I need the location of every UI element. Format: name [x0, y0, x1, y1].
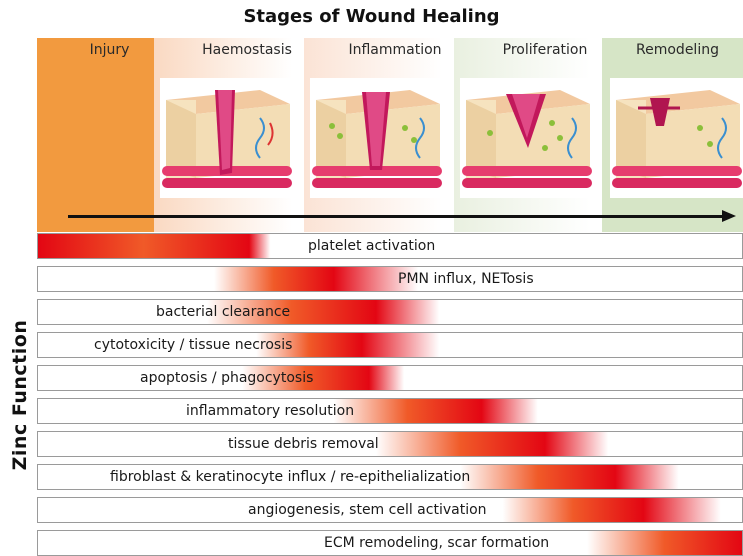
- function-bar-angiogenesis: angiogenesis, stem cell activation: [37, 497, 743, 523]
- function-label: bacterial clearance: [156, 300, 290, 324]
- function-bar-fibroblast-influx: fibroblast & keratinocyte influx / re-ep…: [37, 464, 743, 490]
- function-bar-platelet-activation: platelet activation: [37, 233, 743, 259]
- function-bar-apoptosis: apoptosis / phagocytosis: [37, 365, 743, 391]
- function-bar-tissue-debris-removal: tissue debris removal: [37, 431, 743, 457]
- skin-illustration-haemostasis: [160, 78, 295, 198]
- function-bar-cytotoxicity: cytotoxicity / tissue necrosis: [37, 332, 743, 358]
- stage-column-injury: [37, 38, 154, 232]
- diagram-title: Stages of Wound Healing: [0, 6, 743, 27]
- stage-label-haemostasis: Haemostasis: [180, 42, 314, 58]
- function-label: inflammatory resolution: [186, 399, 354, 423]
- function-label: fibroblast & keratinocyte influx / re-ep…: [110, 465, 470, 489]
- function-label: angiogenesis, stem cell activation: [248, 498, 487, 522]
- function-label: tissue debris removal: [228, 432, 379, 456]
- zinc-function-axis-label: Zinc Function: [9, 285, 31, 505]
- stage-label-injury: Injury: [37, 42, 182, 58]
- stage-label-proliferation: Proliferation: [470, 42, 620, 58]
- function-bar-bacterial-clearance: bacterial clearance: [37, 299, 743, 325]
- function-label: PMN influx, NETosis: [398, 267, 534, 291]
- skin-illustration-proliferation: [460, 78, 595, 198]
- timeline-arrow-line: [68, 215, 728, 218]
- function-bar-inflammatory-resolution: inflammatory resolution: [37, 398, 743, 424]
- skin-illustration-inflammation: [310, 78, 445, 198]
- function-label: cytotoxicity / tissue necrosis: [94, 333, 292, 357]
- function-label: platelet activation: [308, 234, 435, 258]
- function-bar-ecm-remodeling: ECM remodeling, scar formation: [37, 530, 743, 556]
- stage-label-inflammation: Inflammation: [320, 42, 470, 58]
- skin-illustration-remodeling: [610, 78, 743, 198]
- stage-label-remodeling: Remodeling: [612, 42, 743, 58]
- function-label: apoptosis / phagocytosis: [140, 366, 313, 390]
- function-label: ECM remodeling, scar formation: [324, 531, 549, 555]
- timeline-arrow-head: [722, 210, 736, 222]
- function-bar-pmn-influx: PMN influx, NETosis: [37, 266, 743, 292]
